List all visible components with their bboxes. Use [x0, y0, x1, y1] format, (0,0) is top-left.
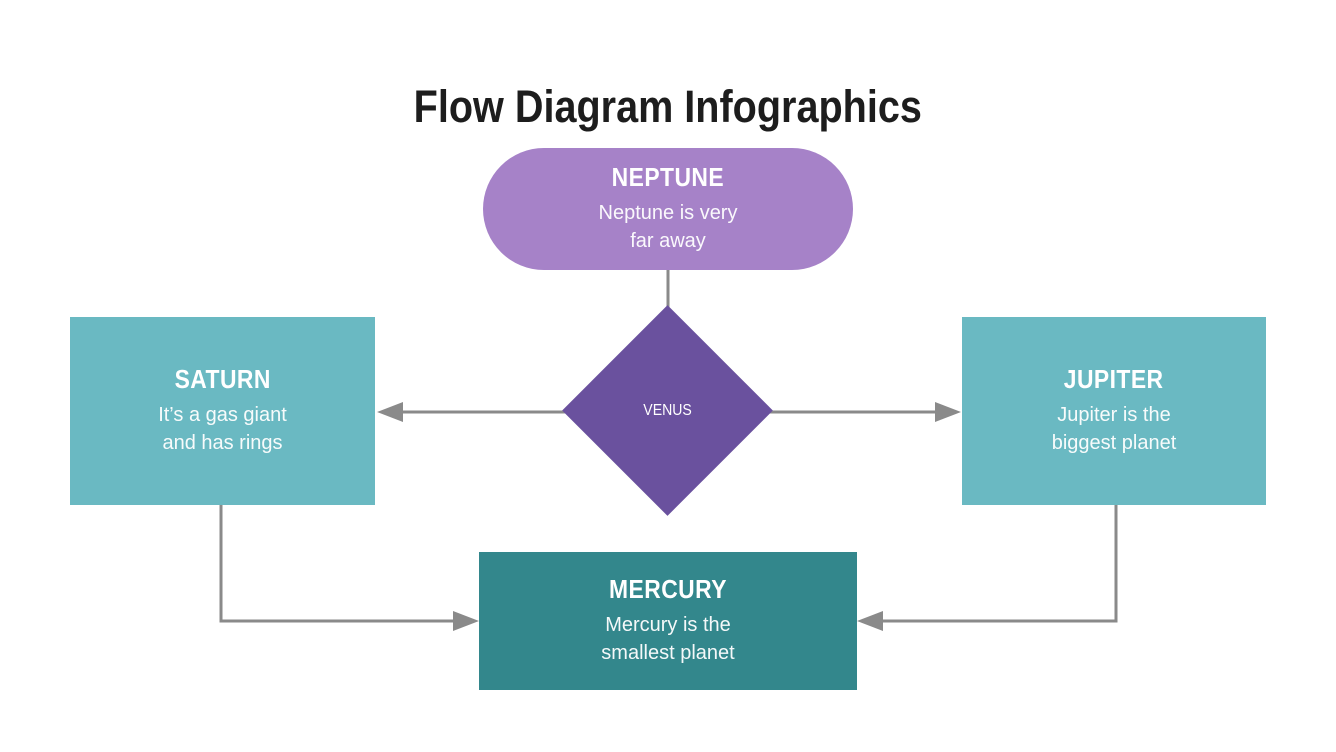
saturn-description-line2: and has rings	[162, 432, 283, 455]
neptune-description: Neptune is very far away	[599, 199, 738, 255]
mercury-description: Mercury is the smallest planet	[601, 611, 734, 667]
mercury-description-line2: smallest planet	[601, 642, 735, 665]
connector-jupiter-mercury	[857, 500, 1118, 631]
jupiter-description-line1: Jupiter is the	[1057, 404, 1171, 427]
saturn-description-line1: It’s a gas giant	[158, 404, 287, 427]
jupiter-description-line2: biggest planet	[1051, 432, 1177, 455]
neptune-label: NEPTUNE	[611, 161, 725, 192]
venus-label: VENUS	[643, 402, 693, 419]
connector-saturn-mercury	[219, 500, 479, 631]
saturn-description: It’s a gas giant and has rings	[158, 401, 287, 457]
neptune-description-line2: far away	[630, 230, 706, 253]
page-title: Flow Diagram Infographics	[0, 82, 1336, 132]
node-neptune: NEPTUNE Neptune is very far away	[483, 148, 853, 270]
node-jupiter: JUPITER Jupiter is the biggest planet	[962, 317, 1266, 505]
node-venus: VENUS	[568, 386, 768, 436]
neptune-description-line1: Neptune is very	[598, 202, 738, 225]
node-saturn: SATURN It’s a gas giant and has rings	[70, 317, 375, 505]
mercury-description-line1: Mercury is the	[605, 614, 731, 637]
page-title-text: Flow Diagram Infographics	[413, 81, 923, 133]
saturn-label: SATURN	[174, 363, 271, 394]
mercury-label: MERCURY	[609, 573, 727, 604]
jupiter-description: Jupiter is the biggest planet	[1052, 401, 1177, 457]
jupiter-label: JUPITER	[1064, 363, 1164, 394]
node-mercury: MERCURY Mercury is the smallest planet	[479, 552, 857, 690]
